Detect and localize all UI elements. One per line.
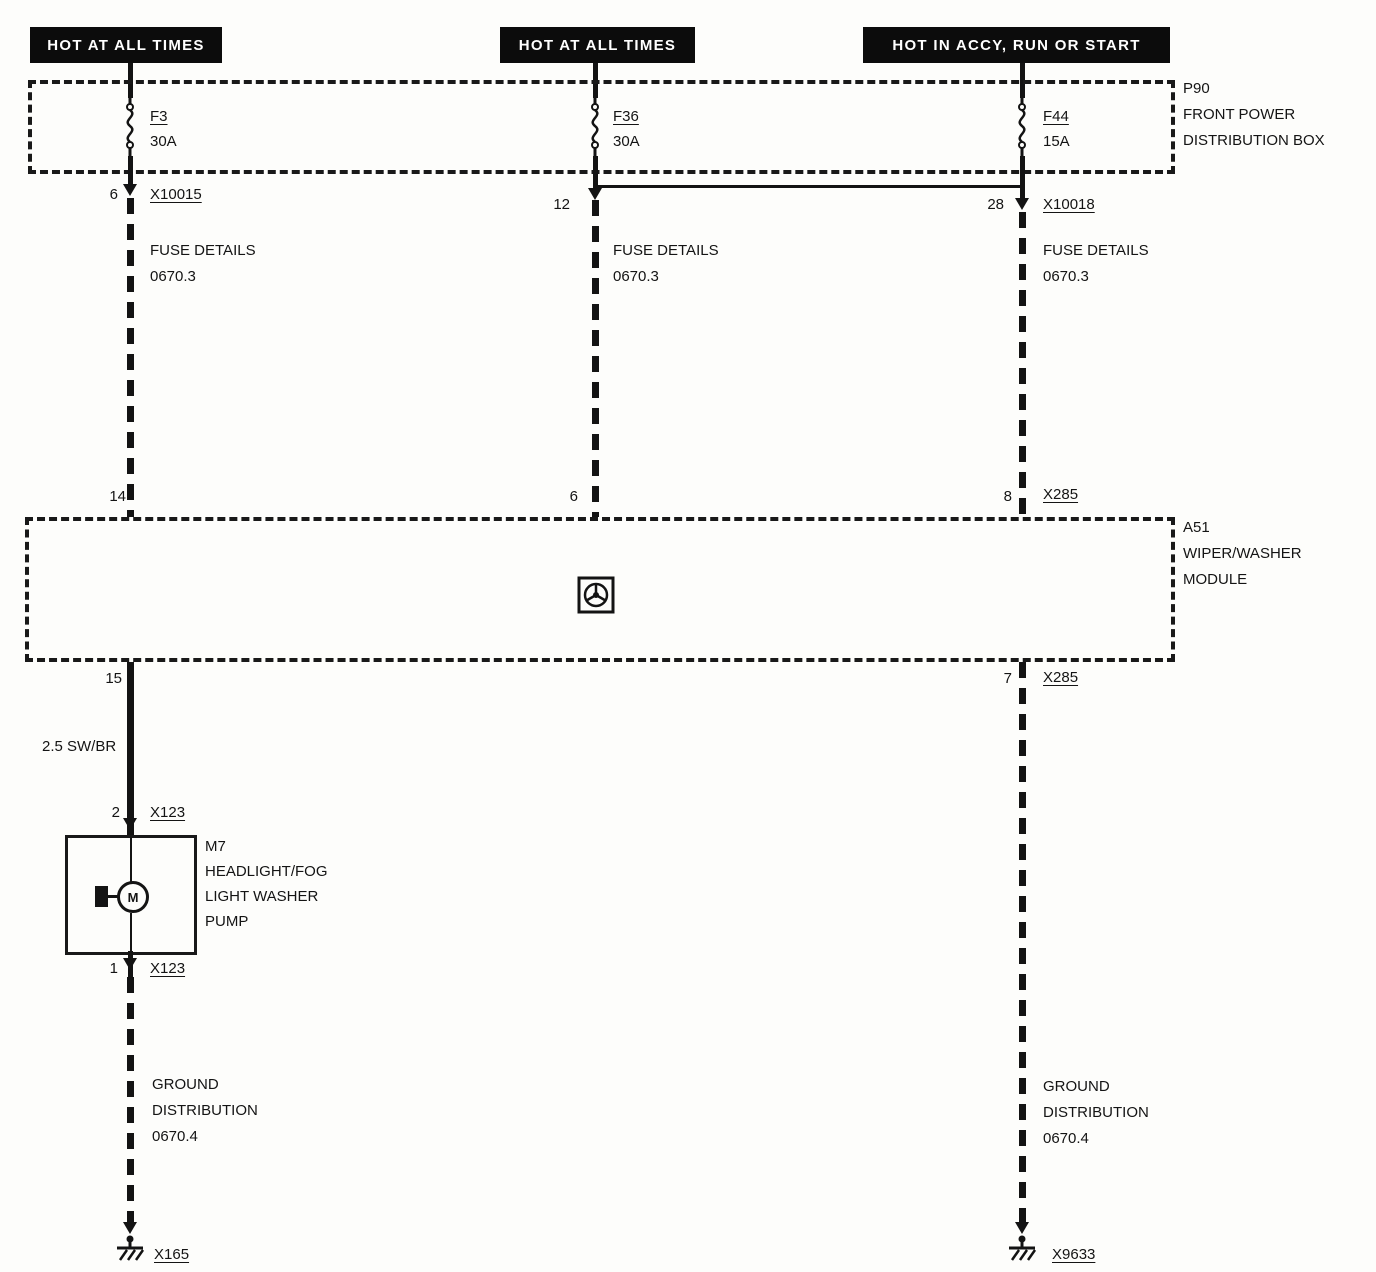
p90-name-line1: FRONT POWER bbox=[1183, 106, 1296, 123]
hot-banner-right: HOT IN ACCY, RUN OR START bbox=[863, 27, 1170, 63]
pin-12: 12 bbox=[553, 196, 570, 213]
connector-x285-bottom: X285 bbox=[1043, 669, 1079, 686]
connector-arrow-icon bbox=[123, 1222, 137, 1234]
a51-name-line2: MODULE bbox=[1183, 571, 1248, 588]
pin-28-x10018: 28 bbox=[987, 196, 1004, 213]
p90-box bbox=[28, 80, 1175, 174]
ground-icon-right bbox=[1009, 1235, 1037, 1261]
fuse-details-right-ref: 0670.3 bbox=[1043, 268, 1089, 285]
fuse-f3-rating: 30A bbox=[150, 133, 177, 150]
fuse-details-left-title: FUSE DETAILS bbox=[150, 242, 256, 259]
pin-7-x285: 7 bbox=[1003, 670, 1012, 687]
hot-banner-left: HOT AT ALL TIMES bbox=[30, 27, 222, 63]
connector-x10018: X10018 bbox=[1043, 196, 1095, 213]
pin-6-x10015: 6 bbox=[109, 186, 118, 203]
connector-x165: X165 bbox=[154, 1246, 190, 1263]
connector-x123-lower: X123 bbox=[150, 960, 186, 977]
pump-internal-wire-bottom bbox=[130, 913, 132, 952]
pin-1-x123: 1 bbox=[109, 960, 118, 977]
connector-arrow-icon bbox=[1015, 198, 1029, 210]
m7-name-line1: HEADLIGHT/FOG bbox=[205, 863, 328, 880]
connector-x9633: X9633 bbox=[1052, 1246, 1096, 1263]
ground-dist-left-line2: DISTRIBUTION bbox=[152, 1102, 258, 1119]
pump-terminal-link bbox=[108, 895, 120, 898]
connector-arrow-icon bbox=[588, 188, 602, 200]
ground-dist-right-line1: GROUND bbox=[1043, 1078, 1110, 1095]
pin-8-x285: 8 bbox=[1003, 488, 1012, 505]
fuse-details-left-ref: 0670.3 bbox=[150, 268, 196, 285]
fuse-f44-id: F44 bbox=[1043, 108, 1069, 125]
m7-name-line2: LIGHT WASHER bbox=[205, 888, 319, 905]
wire-left-dashed bbox=[127, 198, 134, 517]
ground-dist-left-ref: 0670.4 bbox=[152, 1128, 198, 1145]
ground-dist-left-line1: GROUND bbox=[152, 1076, 219, 1093]
fuse-f44-icon bbox=[1018, 94, 1026, 158]
connector-arrow-icon bbox=[123, 958, 137, 970]
p90-name-line2: DISTRIBUTION BOX bbox=[1183, 132, 1325, 149]
a51-box bbox=[25, 517, 1175, 662]
ground-icon-left bbox=[117, 1235, 145, 1261]
m7-id: M7 bbox=[205, 838, 226, 855]
connector-x10015: X10015 bbox=[150, 186, 202, 203]
wire-middle-dashed bbox=[592, 200, 599, 517]
fuse-f3-id: F3 bbox=[150, 108, 168, 125]
p90-id: P90 bbox=[1183, 80, 1210, 97]
fuse-f3-icon bbox=[126, 94, 134, 158]
connector-arrow-icon bbox=[123, 818, 137, 830]
pump-internal-wire-top bbox=[130, 838, 132, 882]
connector-x285-top: X285 bbox=[1043, 486, 1079, 503]
m7-name-line3: PUMP bbox=[205, 913, 249, 930]
pump-terminal-block bbox=[95, 886, 108, 907]
wiper-washer-icon bbox=[577, 576, 615, 614]
fuse-details-middle-ref: 0670.3 bbox=[613, 268, 659, 285]
wire-middle-stub bbox=[593, 156, 598, 188]
wire-left-stub bbox=[128, 156, 133, 186]
wire-gauge-color-label: 2.5 SW/BR bbox=[42, 738, 117, 755]
pin-15: 15 bbox=[105, 670, 122, 687]
ground-dist-right-ref: 0670.4 bbox=[1043, 1130, 1089, 1147]
a51-name-line1: WIPER/WASHER bbox=[1183, 545, 1302, 562]
fuse-f44-rating: 15A bbox=[1043, 133, 1070, 150]
connector-bus-line bbox=[595, 185, 1022, 188]
fuse-details-right-title: FUSE DETAILS bbox=[1043, 242, 1149, 259]
connector-x123-upper: X123 bbox=[150, 804, 186, 821]
wire-right-dashed bbox=[1019, 212, 1026, 517]
pin-6-module: 6 bbox=[569, 488, 578, 505]
ground-dist-right-line2: DISTRIBUTION bbox=[1043, 1104, 1149, 1121]
connector-arrow-icon bbox=[123, 184, 137, 196]
wire-pump-feed bbox=[127, 662, 134, 835]
wire-right-ground-dashed bbox=[1019, 662, 1026, 1227]
motor-icon: M bbox=[117, 881, 149, 913]
hot-banner-middle: HOT AT ALL TIMES bbox=[500, 27, 695, 63]
wire-left-ground-dashed bbox=[127, 977, 134, 1227]
fuse-f36-rating: 30A bbox=[613, 133, 640, 150]
a51-id: A51 bbox=[1183, 519, 1210, 536]
wire-right-stub bbox=[1020, 156, 1025, 198]
fuse-details-middle-title: FUSE DETAILS bbox=[613, 242, 719, 259]
fuse-f36-id: F36 bbox=[613, 108, 639, 125]
fuse-f36-icon bbox=[591, 94, 599, 158]
connector-arrow-icon bbox=[1015, 1222, 1029, 1234]
pin-14: 14 bbox=[109, 488, 126, 505]
pin-2-x123: 2 bbox=[111, 804, 120, 821]
